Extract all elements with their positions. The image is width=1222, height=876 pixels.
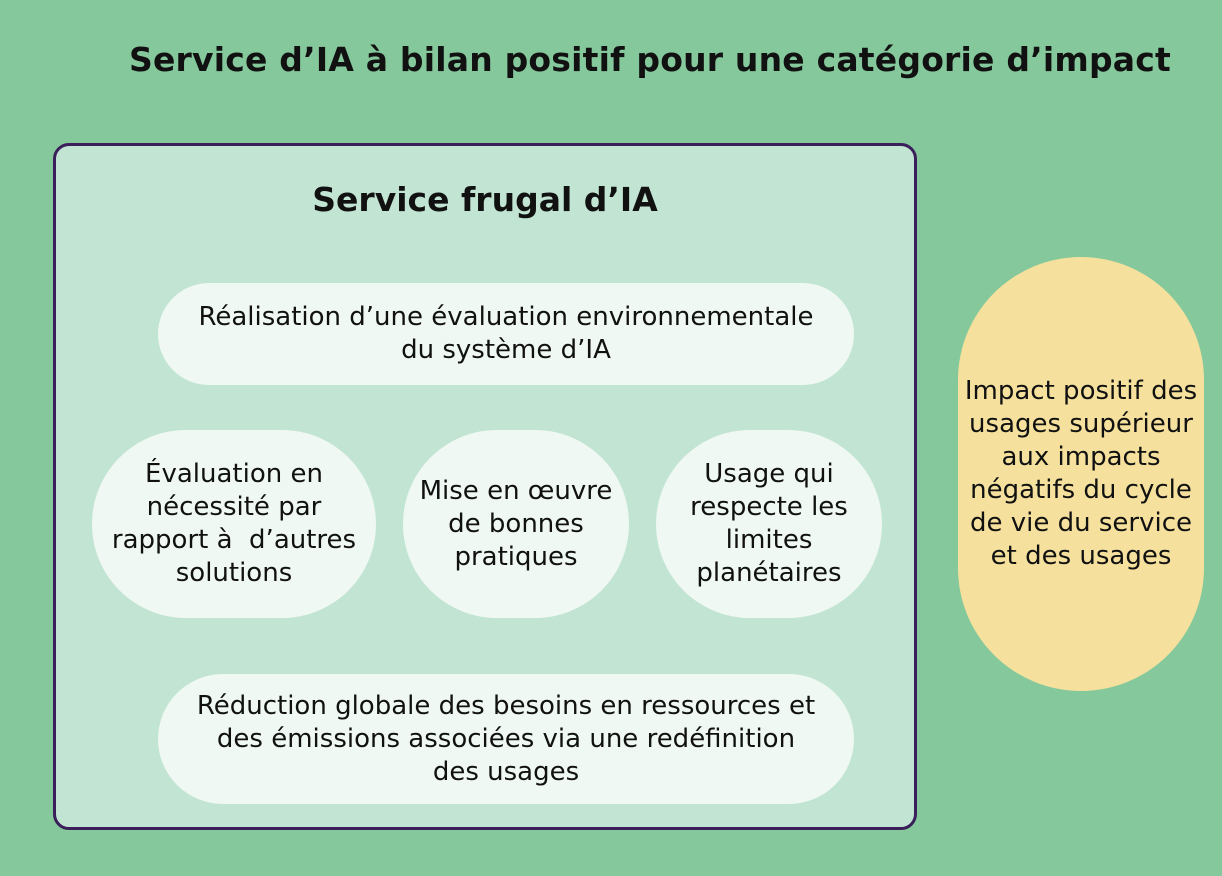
frugal-service-title: Service frugal d’IA xyxy=(312,180,658,219)
good-practices-line: de bonnes xyxy=(448,508,584,539)
planetary-limits-line: planétaires xyxy=(696,558,842,588)
resource-reduction-line: Réduction globale des besoins en ressour… xyxy=(196,690,816,721)
good-practices-pill: Mise en œuvre de bonnes pratiques xyxy=(403,430,629,618)
good-practices-line: Mise en œuvre xyxy=(419,475,613,506)
planetary-limits-line: limites xyxy=(725,525,813,555)
positive-impact-pill: Impact positif des usages supérieur aux … xyxy=(958,257,1204,691)
planetary-limits-line: respecte les xyxy=(690,492,848,522)
positive-impact-line: supérieur aux xyxy=(1001,409,1193,472)
positive-impact-line: du cycle de vie xyxy=(969,475,1192,538)
positive-impact-line: Impact positif xyxy=(964,376,1143,406)
positive-impact-line: impacts négatifs xyxy=(970,442,1161,505)
planetary-limits-line: Usage qui xyxy=(704,459,834,489)
necessity-evaluation-line: Évaluation en xyxy=(145,459,323,489)
necessity-evaluation-pill: Évaluation en nécessité par rapport à d’… xyxy=(92,430,376,618)
necessity-evaluation-line: nécessité par xyxy=(146,492,322,522)
environmental-assessment-line: du système d’IA xyxy=(401,335,611,365)
planetary-limits-pill: Usage qui respecte les limites planétair… xyxy=(656,430,882,618)
resource-reduction-line: des usages xyxy=(432,756,580,787)
frugal-service-frame: Service frugal d’IA Réalisation d’une év… xyxy=(53,143,917,830)
good-practices-line: pratiques xyxy=(454,541,578,572)
resource-reduction-pill: Réduction globale des besoins en ressour… xyxy=(158,674,854,804)
positive-impact-line: du service et xyxy=(990,508,1193,571)
necessity-evaluation-line: solutions xyxy=(175,558,293,588)
positive-impact-line: des usages xyxy=(1025,541,1172,571)
diagram-title: Service d’IA à bilan positif pour une ca… xyxy=(129,40,1171,79)
necessity-evaluation-line: rapport à d’autres xyxy=(111,525,357,555)
resource-reduction-line: des émissions associées via une redéfini… xyxy=(216,723,796,754)
positive-impact-line: des usages xyxy=(969,376,1198,439)
environmental-assessment-pill: Réalisation d’une évaluation environneme… xyxy=(158,283,854,385)
environmental-assessment-line: Réalisation d’une évaluation environneme… xyxy=(198,302,814,332)
